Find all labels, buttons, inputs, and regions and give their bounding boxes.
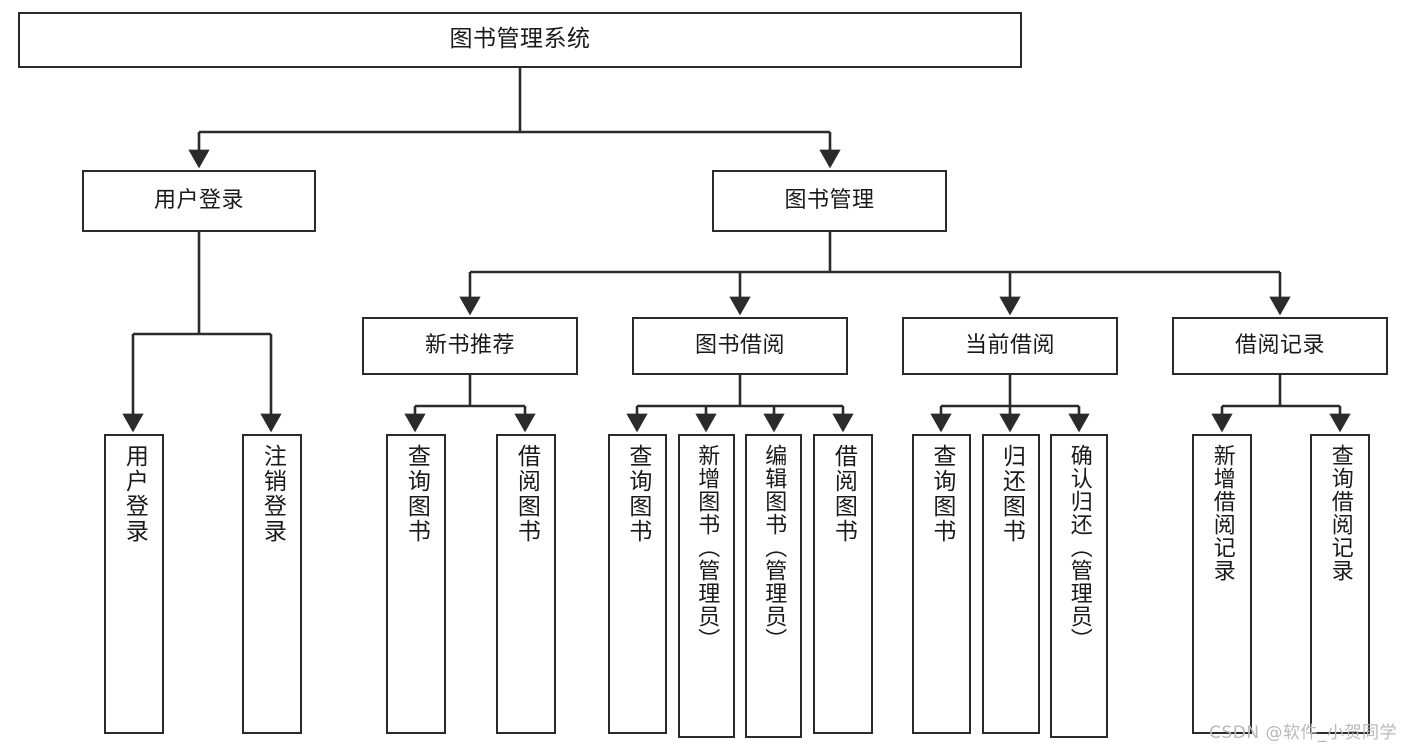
leaf-edit-book[interactable]: 编辑图书（管理员） xyxy=(745,434,802,738)
leaf-add-record[interactable]: 新增借阅记录 xyxy=(1192,434,1252,734)
node-new-book-rec-label: 新书推荐 xyxy=(424,332,515,358)
leaf-user-login[interactable]: 用户登录 xyxy=(104,434,164,734)
leaf-user-logout[interactable]: 注销登录 xyxy=(242,434,302,734)
node-book-borrow[interactable]: 图书借阅 xyxy=(632,317,848,375)
node-user-login[interactable]: 用户登录 xyxy=(82,170,316,232)
leaf-add-book[interactable]: 新增图书（管理员） xyxy=(678,434,735,738)
leaf-edit-book-label: 编辑图书（管理员） xyxy=(761,444,787,651)
node-root[interactable]: 图书管理系统 xyxy=(18,12,1022,68)
leaf-return-book-label: 归还图书 xyxy=(998,444,1025,544)
node-current-borrow-label: 当前借阅 xyxy=(964,332,1055,358)
leaf-confirm-return-label: 确认归还（管理员） xyxy=(1066,444,1092,651)
leaf-query-book-3[interactable]: 查询图书 xyxy=(912,434,971,734)
node-user-login-label: 用户登录 xyxy=(153,187,244,213)
leaf-query-book-2[interactable]: 查询图书 xyxy=(608,434,667,734)
watermark: CSDN @软件_小贺同学 xyxy=(1209,723,1397,743)
leaf-borrow-book-2[interactable]: 借阅图书 xyxy=(813,434,873,734)
leaf-add-book-label: 新增图书（管理员） xyxy=(694,444,720,651)
leaf-borrow-book-2-label: 借阅图书 xyxy=(830,444,857,544)
leaf-confirm-return[interactable]: 确认归还（管理员） xyxy=(1050,434,1108,738)
node-borrow-record-label: 借阅记录 xyxy=(1234,332,1325,358)
node-new-book-rec[interactable]: 新书推荐 xyxy=(362,317,578,375)
leaf-query-book-3-label: 查询图书 xyxy=(928,444,955,544)
node-borrow-record[interactable]: 借阅记录 xyxy=(1172,317,1388,375)
leaf-add-record-label: 新增借阅记录 xyxy=(1209,444,1235,582)
leaf-borrow-book-1-label: 借阅图书 xyxy=(513,444,540,544)
leaf-query-record[interactable]: 查询借阅记录 xyxy=(1310,434,1370,734)
leaf-return-book[interactable]: 归还图书 xyxy=(982,434,1040,734)
node-book-borrow-label: 图书借阅 xyxy=(694,332,785,358)
leaf-query-book-2-label: 查询图书 xyxy=(624,444,651,544)
leaf-query-book-1[interactable]: 查询图书 xyxy=(386,434,446,734)
node-book-manage[interactable]: 图书管理 xyxy=(712,170,947,232)
node-current-borrow[interactable]: 当前借阅 xyxy=(902,317,1118,375)
leaf-user-login-label: 用户登录 xyxy=(121,444,148,544)
leaf-query-record-label: 查询借阅记录 xyxy=(1327,444,1353,582)
leaf-borrow-book-1[interactable]: 借阅图书 xyxy=(496,434,556,734)
node-root-label: 图书管理系统 xyxy=(449,26,591,53)
leaf-user-logout-label: 注销登录 xyxy=(259,444,286,544)
node-book-manage-label: 图书管理 xyxy=(784,187,875,213)
leaf-query-book-1-label: 查询图书 xyxy=(403,444,430,544)
